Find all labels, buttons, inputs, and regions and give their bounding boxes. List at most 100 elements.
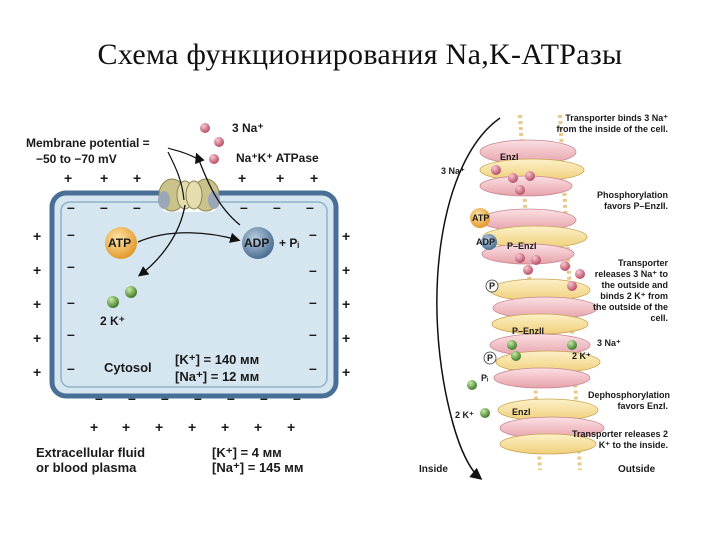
extracellular-label: Extracellular fluid xyxy=(36,445,146,460)
na-ion-icon xyxy=(525,171,535,181)
plus-charge: + xyxy=(238,170,247,186)
plus-charge: + xyxy=(342,262,351,278)
plus-charge: + xyxy=(221,419,230,435)
k-out-label: 2 K⁺ xyxy=(572,351,591,361)
minus-charge: – xyxy=(227,390,235,406)
plus-charge: + xyxy=(310,170,319,186)
pi-label: + Pᵢ xyxy=(279,236,300,250)
enzyme-state-1 xyxy=(479,139,585,197)
k-entry-arrow xyxy=(167,151,185,201)
atpase-label: Na⁺K⁺ ATPase xyxy=(236,151,319,165)
na-in-label: 3 Na⁺ xyxy=(441,166,465,176)
extracellular-na-conc: [Na⁺] = 145 мм xyxy=(212,460,304,475)
adp-molecule-icon xyxy=(481,234,497,250)
k-ion-icon xyxy=(107,296,119,308)
minus-charge: – xyxy=(309,326,317,342)
plus-charge: + xyxy=(100,170,109,186)
na-ion-icon xyxy=(560,261,570,271)
enz1-bottom-label: EnzI xyxy=(512,407,531,417)
plus-charge: + xyxy=(342,364,351,380)
atp-label: ATP xyxy=(108,236,132,250)
membrane-potential-label: Membrane potential = xyxy=(26,136,150,150)
na-ion-icon xyxy=(523,265,533,275)
phosphate-icon xyxy=(485,279,499,293)
step2-caption: Phosphorylation favors P–EnzII. xyxy=(596,190,668,211)
na-ion-icon xyxy=(531,255,541,265)
na-out-label: 3 Na⁺ xyxy=(597,338,621,348)
cytosol-na-conc: [Na⁺] = 12 мм xyxy=(175,369,260,384)
na-ion-icon xyxy=(214,137,224,147)
minus-charge: – xyxy=(309,360,317,376)
minus-charge: – xyxy=(100,199,108,215)
step3-caption: Transporter releases 3 Na⁺ to the outsid… xyxy=(593,258,668,323)
minus-charge: – xyxy=(67,258,75,274)
enzyme-state-5 xyxy=(467,380,605,455)
plus-charge: + xyxy=(33,262,42,278)
plus-charge: + xyxy=(342,330,351,346)
slide-title: Схема функционирования Na,K-АТРазы xyxy=(97,38,623,71)
pi-right-label: Pᵢ xyxy=(481,373,489,383)
enzyme-state-2 xyxy=(470,208,588,275)
plus-charge: + xyxy=(90,419,99,435)
minus-charge: – xyxy=(133,199,141,215)
minus-charge: – xyxy=(67,294,75,310)
minus-charge: – xyxy=(306,199,314,215)
plus-charge: + xyxy=(342,228,351,244)
minus-charge: – xyxy=(128,390,136,406)
phosphate-icon xyxy=(483,351,497,365)
k-ion-icon xyxy=(507,340,517,350)
p-circle-label: P xyxy=(489,281,496,291)
cytosol-k-conc: [K⁺] = 140 мм xyxy=(175,352,260,367)
inside-label: Inside xyxy=(419,464,448,475)
extracellular-label-2: or blood plasma xyxy=(36,460,137,475)
k-ion-icon xyxy=(467,380,477,390)
adp-molecule-icon xyxy=(242,227,274,259)
k-ion-icon xyxy=(511,351,521,361)
minus-charge: – xyxy=(293,390,301,406)
p-enz1-label: P–EnzI xyxy=(507,241,537,251)
plus-charge: + xyxy=(133,170,142,186)
atp-to-adp-arrow xyxy=(137,232,241,243)
plus-charge: + xyxy=(33,228,42,244)
minus-charge: – xyxy=(67,199,75,215)
minus-charge: – xyxy=(260,390,268,406)
plus-charge: + xyxy=(188,419,197,435)
minus-charge: – xyxy=(309,262,317,278)
plus-charge: + xyxy=(122,419,131,435)
minus-charge: – xyxy=(194,390,202,406)
na-k-pump-icon xyxy=(158,178,220,212)
extracellular-k-conc: [K⁺] = 4 мм xyxy=(212,445,282,460)
plus-charge: + xyxy=(276,170,285,186)
enzyme-state-4 xyxy=(489,333,601,389)
adp-label: ADP xyxy=(244,236,270,250)
atp-right-label: ATP xyxy=(472,213,490,223)
plus-charge: + xyxy=(155,419,164,435)
na-curve-arrow xyxy=(167,147,197,159)
enz1-top-label: EnzI xyxy=(500,152,519,162)
step4-caption: Dephosphorylation favors EnzI. xyxy=(588,390,671,411)
enzyme-state-3 xyxy=(489,261,598,335)
minus-charge: – xyxy=(67,226,75,242)
k-2-label: 2 K⁺ xyxy=(100,314,126,328)
plus-charge: + xyxy=(287,419,296,435)
minus-charge: – xyxy=(161,390,169,406)
k-in-label: 2 K⁺ xyxy=(455,410,474,420)
minus-charge: – xyxy=(240,199,248,215)
k-ion-icon xyxy=(125,286,137,298)
na-export-arrow xyxy=(195,152,241,226)
plus-charge: + xyxy=(33,364,42,380)
minus-charge: – xyxy=(309,294,317,310)
minus-charge: – xyxy=(309,226,317,242)
p-circle-label-2: P xyxy=(487,353,494,363)
plus-charge: + xyxy=(64,170,73,186)
plus-charge: + xyxy=(342,296,351,312)
na-ion-icon xyxy=(567,281,577,291)
outside-label: Outside xyxy=(618,464,656,475)
na-ion-icon xyxy=(491,165,501,175)
na-ion-icon xyxy=(575,269,585,279)
cytosol-label: Cytosol xyxy=(104,360,152,375)
step5-caption: Transporter releases 2 K⁺ to the inside. xyxy=(571,429,668,450)
adp-right-label: ADP xyxy=(476,237,496,247)
step1-caption: Transporter binds 3 Na⁺ from the inside … xyxy=(556,113,668,134)
